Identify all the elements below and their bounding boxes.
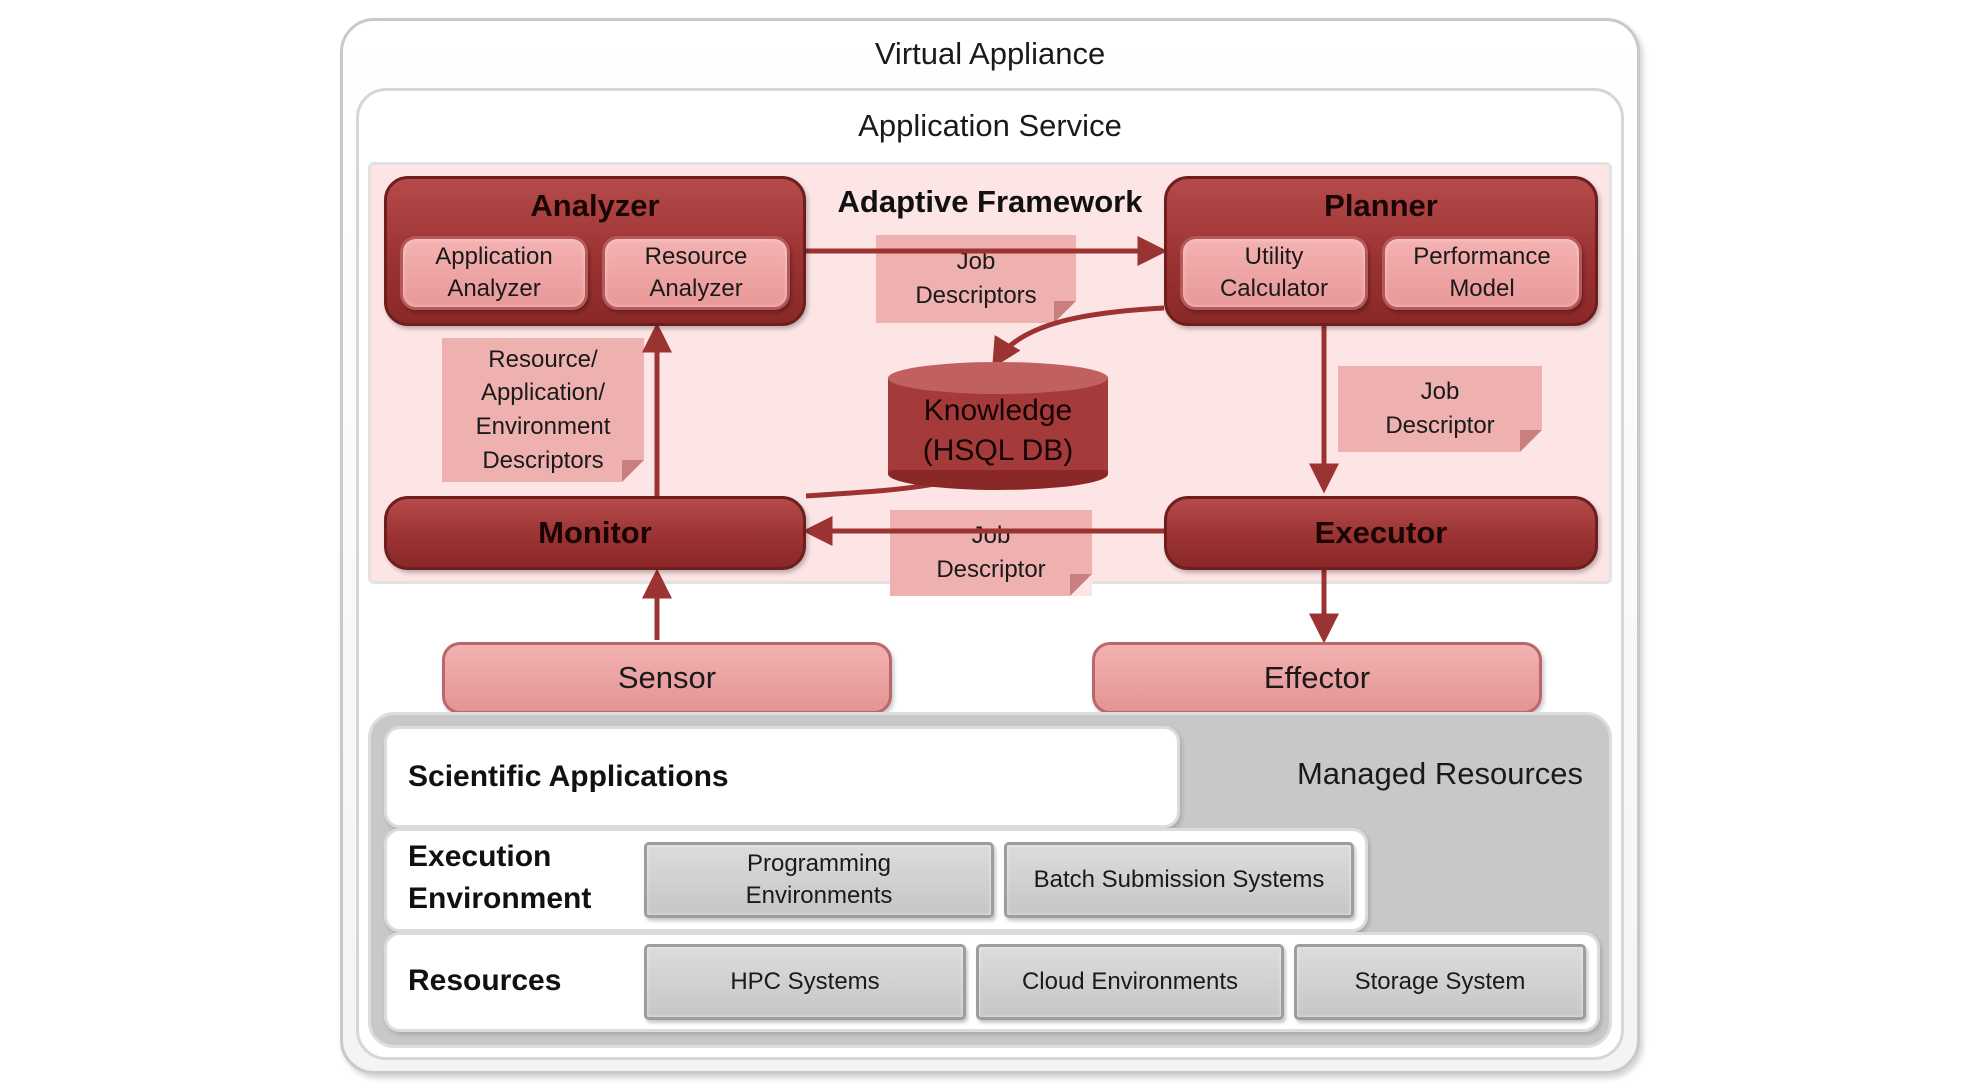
cloud-environments-label: Cloud Environments: [1021, 967, 1239, 995]
utility-calculator-label: Utility Calculator: [1219, 242, 1329, 302]
managed-resources-title: Managed Resources: [1296, 756, 1584, 791]
programming-environments-label: Programming Environments: [745, 849, 893, 909]
resource-analyzer-box: Resource Analyzer: [602, 236, 790, 310]
resource-descriptors-note-text: Resource/ Application/ Environment Descr…: [475, 345, 611, 474]
performance-model-box: Performance Model: [1382, 236, 1582, 310]
job-descriptor-right-note-text: Job Descriptor: [1385, 378, 1495, 439]
application-service-title: Application Service: [858, 108, 1122, 143]
hpc-systems-label: HPC Systems: [730, 967, 880, 995]
sensor-box: Sensor: [442, 642, 892, 714]
storage-system-label: Storage System: [1354, 967, 1526, 995]
analyzer-title: Analyzer: [530, 188, 660, 223]
effector-box: Effector: [1092, 642, 1542, 714]
effector-label: Effector: [1263, 660, 1371, 695]
resource-analyzer-label: Resource Analyzer: [644, 242, 748, 302]
execution-environment-label: Execution Environment: [408, 840, 592, 915]
hpc-systems-box: HPC Systems: [644, 944, 966, 1020]
job-descriptor-bottom-note-text: Job Descriptor: [936, 522, 1046, 583]
cloud-environments-box: Cloud Environments: [976, 944, 1284, 1020]
virtual-appliance-title: Virtual Appliance: [874, 36, 1106, 71]
batch-submission-systems-box: Batch Submission Systems: [1004, 842, 1354, 918]
executor-component: Executor: [1164, 496, 1598, 570]
knowledge-database-icon: [888, 362, 1108, 490]
knowledge-line2: (HSQL DB): [922, 434, 1074, 467]
utility-calculator-box: Utility Calculator: [1180, 236, 1368, 310]
resource-descriptors-note: Resource/ Application/ Environment Descr…: [442, 338, 644, 482]
programming-environments-box: Programming Environments: [644, 842, 994, 918]
planner-title: Planner: [1324, 188, 1438, 223]
application-analyzer-box: Application Analyzer: [400, 236, 588, 310]
arrow-planner-to-knowledge: [992, 305, 1165, 369]
monitor-title: Monitor: [538, 515, 652, 550]
knowledge-line1: Knowledge: [923, 394, 1073, 427]
adaptive-framework-title: Adaptive Framework: [837, 184, 1143, 219]
storage-system-box: Storage System: [1294, 944, 1586, 1020]
sensor-label: Sensor: [617, 660, 717, 695]
scientific-applications-layer: [384, 726, 1180, 828]
job-descriptor-right-note: Job Descriptor: [1338, 366, 1542, 452]
job-descriptor-bottom-note: Job Descriptor: [890, 510, 1092, 596]
executor-title: Executor: [1314, 515, 1448, 550]
monitor-component: Monitor: [384, 496, 806, 570]
resources-label: Resources: [408, 964, 562, 997]
performance-model-label: Performance Model: [1413, 242, 1551, 302]
batch-submission-systems-label: Batch Submission Systems: [1033, 865, 1325, 893]
scientific-applications-label: Scientific Applications: [408, 760, 729, 793]
application-analyzer-label: Application Analyzer: [435, 242, 553, 302]
